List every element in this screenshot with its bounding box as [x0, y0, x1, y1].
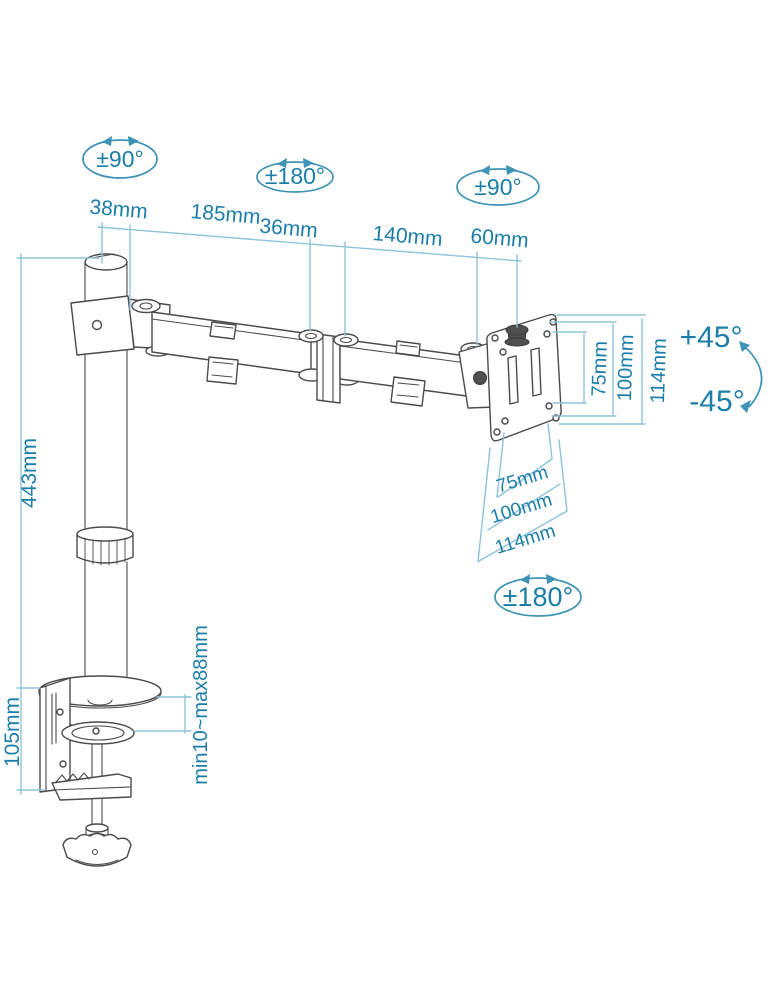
rotation-badges: [82, 136, 582, 617]
dim-label-vesa-v-75: 75mm: [588, 341, 612, 397]
dim-label-vesa-v-100: 100mm: [614, 334, 638, 401]
dim-label-185mm: 185mm: [190, 200, 262, 229]
dim-label-vesa-h-114: 114mm: [493, 521, 558, 559]
tilt-bolt: [473, 371, 487, 385]
dim-label-140mm: 140mm: [372, 222, 444, 251]
vesa-top-knob: [504, 324, 530, 347]
desk-thickness-bracket: [133, 694, 192, 734]
label-tilt-up: +45°: [680, 321, 743, 354]
arm-pivot-screw-pole: [131, 298, 161, 314]
vesa-horizontal-dimension-lines: [477, 423, 568, 563]
dim-label-desk-thickness: min10~max88mm: [190, 625, 212, 785]
dimension-lines: [16, 222, 763, 795]
label-tilt-down: -45°: [689, 385, 744, 418]
label-pole-swivel: ±90°: [96, 146, 143, 172]
badge-vesa-rotate: [494, 574, 582, 617]
mid-joint-screw-left: [298, 329, 324, 343]
label-vesa-swivel: ±90°: [474, 174, 521, 200]
vesa-vertical-dimension-lines: [549, 314, 646, 425]
dim-label-pole-height: 443mm: [18, 438, 41, 508]
cable-clips: [206, 321, 426, 407]
label-mid-joint-rotation: ±180°: [265, 163, 325, 189]
dim-label-60mm: 60mm: [469, 225, 529, 253]
vesa-slot-left: [507, 355, 519, 405]
arm-assembly: [70, 295, 486, 404]
badge-vesa-swivel: [456, 165, 540, 206]
badge-mid-joint: [256, 158, 334, 193]
dim-label-38mm: 38mm: [88, 196, 148, 224]
vesa-plate: [458, 313, 562, 442]
badge-pole-swivel: [82, 136, 158, 179]
height-adjustment-ring: [76, 526, 134, 566]
dim-label-36mm: 36mm: [258, 215, 318, 243]
mid-joint-screw-right: [333, 333, 359, 347]
pole-collar: [70, 295, 135, 356]
pole-top-cap: [84, 253, 128, 271]
dim-label-clamp-height: 105mm: [1, 697, 24, 767]
label-vesa-rotate: ±180°: [503, 582, 574, 612]
top-dimension-ticks: [101, 222, 518, 346]
monitor-arm-drawing: [38, 253, 562, 867]
dim-label-vesa-v-114: 114mm: [647, 338, 671, 404]
vesa-slot-right: [530, 347, 542, 397]
collar-screw: [91, 319, 103, 331]
clamp-lower-arm: [51, 773, 132, 801]
desk-clamp: [38, 675, 162, 867]
left-dimension-ticks: [16, 257, 100, 791]
tilt-arc: [739, 341, 763, 413]
